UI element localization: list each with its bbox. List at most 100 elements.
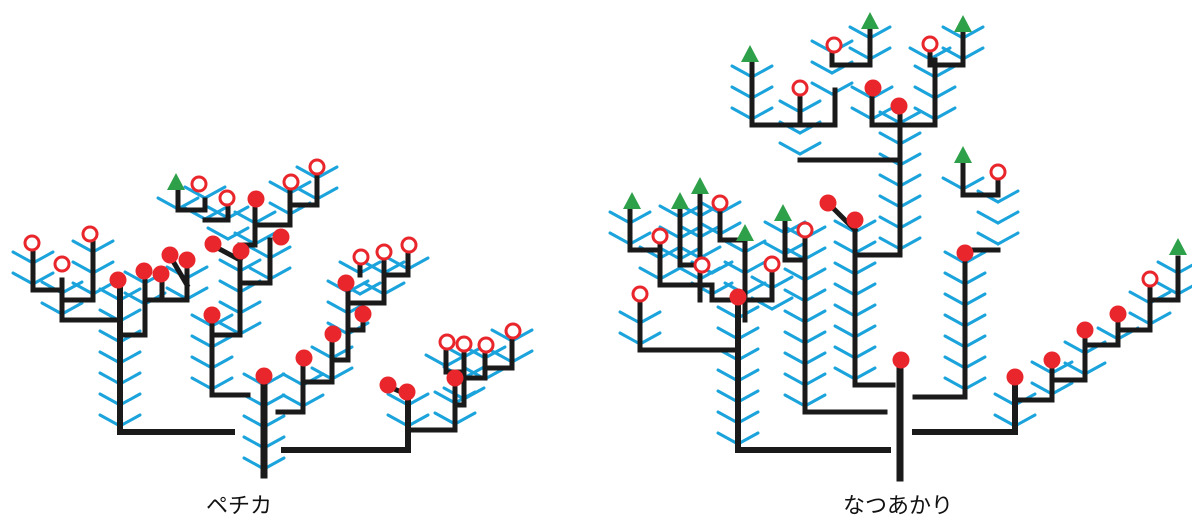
leaf-mark bbox=[253, 210, 277, 225]
leaf-mark bbox=[268, 245, 292, 260]
leaf-mark bbox=[736, 368, 760, 383]
leaf-mark bbox=[961, 25, 985, 40]
shoot-tip-marker bbox=[774, 204, 792, 221]
leaf-mark bbox=[933, 106, 957, 121]
leaf-mark bbox=[362, 281, 386, 296]
leaf-mark bbox=[736, 326, 760, 341]
leaf-mark bbox=[783, 330, 807, 345]
stem-segment bbox=[202, 197, 231, 223]
leaf-mark bbox=[424, 353, 448, 368]
stem-segment bbox=[461, 344, 488, 381]
leaf-mark bbox=[210, 313, 234, 328]
stem-segment bbox=[927, 25, 966, 68]
leaf-mark bbox=[248, 245, 272, 260]
leaf-mark bbox=[783, 246, 807, 261]
leaf-mark bbox=[315, 186, 339, 201]
stem-segment bbox=[802, 229, 888, 415]
leaf-mark bbox=[870, 106, 894, 121]
leaf-mark bbox=[853, 303, 877, 318]
leaf-mark bbox=[490, 349, 514, 364]
leaf-mark bbox=[1063, 361, 1087, 376]
bud-marker bbox=[438, 333, 456, 351]
leaf-mark bbox=[1030, 381, 1054, 396]
stem-segment bbox=[142, 255, 190, 303]
flower-marker bbox=[204, 235, 222, 253]
leaf-mark bbox=[233, 231, 257, 246]
bud-marker bbox=[504, 322, 522, 340]
leaf-mark bbox=[810, 60, 834, 75]
leaf-mark bbox=[91, 281, 115, 296]
leaf-mark bbox=[716, 410, 740, 425]
leaf-mark bbox=[908, 46, 932, 61]
leaf-mark bbox=[118, 413, 142, 428]
bud-marker bbox=[218, 189, 236, 207]
stem-segment bbox=[742, 267, 775, 303]
leaf-mark bbox=[853, 240, 877, 255]
leaf-mark bbox=[98, 392, 122, 407]
stem-segment bbox=[912, 252, 968, 400]
leaf-mark bbox=[210, 334, 234, 349]
leaf-mark bbox=[878, 236, 902, 251]
leaf-mark bbox=[833, 324, 857, 339]
leaf-mark bbox=[295, 186, 319, 201]
bud-marker bbox=[53, 255, 71, 273]
stem-segment bbox=[117, 272, 148, 338]
leaf-mark bbox=[1128, 311, 1152, 326]
leaf-mark bbox=[98, 413, 122, 428]
leaf-mark bbox=[210, 355, 234, 370]
leaf-mark bbox=[301, 393, 325, 408]
flower-marker bbox=[1043, 351, 1061, 369]
leaf-mark bbox=[798, 99, 822, 114]
leaf-mark bbox=[1083, 361, 1107, 376]
leaf-mark bbox=[750, 106, 774, 121]
leaf-mark bbox=[898, 236, 922, 251]
leaf-mark bbox=[386, 256, 410, 271]
leaf-mark bbox=[218, 300, 242, 315]
leaf-mark bbox=[963, 355, 987, 370]
leaf-mark bbox=[750, 64, 774, 79]
leaf-mark bbox=[803, 372, 827, 387]
leaf-mark bbox=[510, 349, 534, 364]
bud-marker bbox=[791, 79, 809, 97]
leaf-mark bbox=[810, 81, 834, 96]
leaf-mark bbox=[943, 376, 967, 391]
leaf-mark bbox=[453, 411, 477, 426]
leaf-mark bbox=[750, 85, 774, 100]
leaf-mark bbox=[406, 413, 430, 428]
leaf-mark bbox=[628, 210, 652, 225]
flower-marker bbox=[819, 194, 837, 212]
leaf-mark bbox=[288, 180, 312, 195]
leaf-mark bbox=[658, 266, 682, 281]
flower-marker bbox=[398, 383, 416, 401]
leaf-mark bbox=[963, 271, 987, 286]
leaf-mark bbox=[60, 280, 84, 295]
bud-marker bbox=[352, 248, 370, 266]
stem-segment bbox=[637, 293, 741, 353]
leaf-mark bbox=[743, 260, 767, 275]
flower-marker bbox=[203, 306, 221, 324]
stem-segment bbox=[1082, 313, 1121, 348]
leaf-mark bbox=[933, 85, 957, 100]
leaf-mark bbox=[833, 240, 857, 255]
leaf-mark bbox=[123, 270, 147, 285]
leaf-mark bbox=[638, 266, 662, 281]
shoot-tip-marker bbox=[741, 45, 759, 62]
leaf-mark bbox=[185, 265, 209, 280]
leaf-mark bbox=[118, 392, 142, 407]
flower-marker bbox=[729, 288, 747, 306]
leaf-mark bbox=[961, 176, 985, 191]
flower-marker bbox=[178, 251, 196, 269]
shoot-tip-marker bbox=[736, 224, 754, 241]
leaf-mark bbox=[943, 250, 967, 265]
stem-segment bbox=[749, 59, 803, 128]
leaf-mark bbox=[898, 152, 922, 167]
stem-segment bbox=[175, 182, 208, 213]
leaf-mark bbox=[185, 286, 209, 301]
stem-segment bbox=[452, 342, 467, 408]
plant-diagram-pechika bbox=[11, 158, 534, 479]
flower-marker bbox=[1076, 321, 1094, 339]
leaf-mark bbox=[853, 366, 877, 381]
leaf-mark bbox=[60, 301, 84, 316]
leaf-mark bbox=[853, 282, 877, 297]
